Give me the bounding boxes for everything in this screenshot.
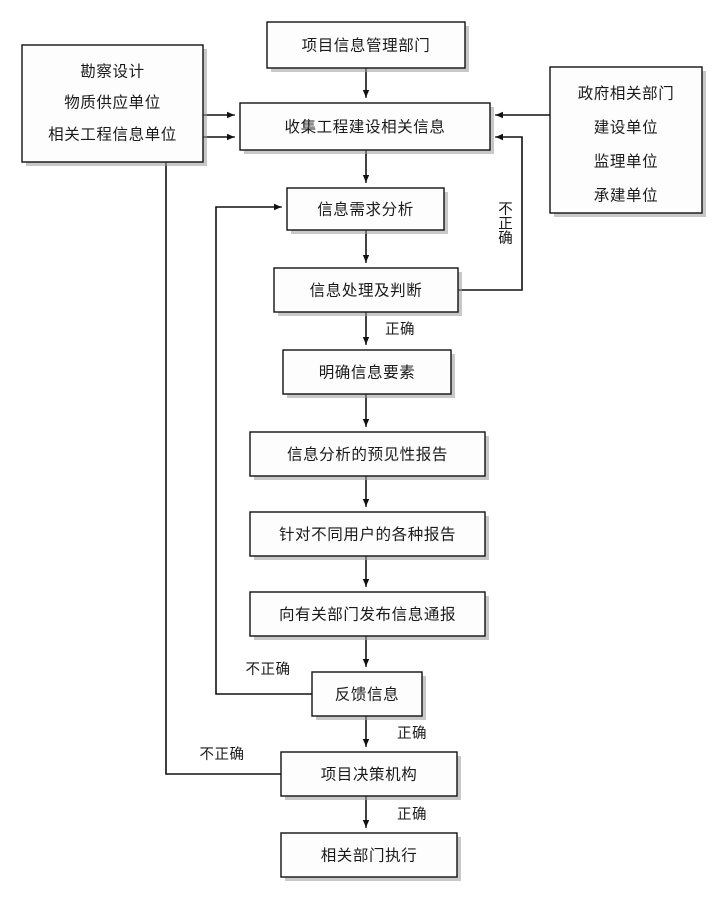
node-label-survey-design: 勘察设计 (80, 63, 144, 81)
node-label-related-engineering-info-unit: 相关工程信息单位 (48, 126, 177, 144)
node-user-specific-reports[interactable]: 针对不同用户的各种报告 (249, 511, 489, 560)
node-label-contractor-unit: 承建单位 (594, 187, 658, 205)
node-info-process-judge[interactable]: 信息处理及判断 (273, 267, 462, 316)
node-label-construction-unit: 建设单位 (594, 119, 658, 137)
node-predictive-report[interactable]: 信息分析的预见性报告 (249, 431, 489, 480)
conn-process-to-collect-incorrect (457, 133, 523, 291)
node-project-info-dept[interactable]: 项目信息管理部门 (266, 21, 469, 72)
node-label-collect-info: 收集工程建设相关信息 (284, 118, 445, 136)
edge-label-incorrect-feedback: 不正确 (246, 661, 291, 678)
node-label-project-decision-body: 项目决策机构 (321, 766, 418, 784)
node-label-government-dept: 政府相关部门 (578, 85, 675, 103)
node-collect-info[interactable]: 收集工程建设相关信息 (239, 102, 494, 154)
node-label-predictive-report: 信息分析的预见性报告 (287, 446, 448, 464)
edge-label-correct-process: 正确 (385, 321, 415, 338)
edge-label-incorrect-process: 不正确 (496, 201, 512, 246)
conn-feedback-to-analysis-incorrect (215, 203, 313, 695)
node-feedback-info[interactable]: 反馈信息 (311, 671, 426, 720)
node-label-user-specific-reports: 针对不同用户的各种报告 (279, 526, 456, 544)
edge-label-correct-feedback: 正确 (397, 725, 427, 742)
edge-label-layer: 不正确 正确 不正确 正确 不正确 正确 (200, 201, 513, 823)
node-layer: 项目信息管理部门 勘察设计 物质供应单位 相关工程信息单位 政府相关部门 建设单… (21, 21, 706, 881)
node-label-info-requirement-analysis: 信息需求分析 (317, 201, 414, 219)
node-government-units[interactable]: 政府相关部门 建设单位 监理单位 承建单位 (549, 66, 706, 217)
node-label-feedback-info: 反馈信息 (335, 686, 399, 704)
node-label-info-process-judge: 信息处理及判断 (310, 282, 423, 300)
node-info-requirement-analysis[interactable]: 信息需求分析 (286, 187, 448, 234)
node-label-material-supply-unit: 物质供应单位 (64, 93, 161, 112)
node-relevant-dept-execute[interactable]: 相关部门执行 (280, 832, 461, 881)
edge-label-correct-decision: 正确 (397, 806, 427, 823)
node-clarify-info-elements[interactable]: 明确信息要素 (282, 349, 455, 398)
node-label-project-info-dept: 项目信息管理部门 (302, 37, 431, 55)
node-survey-design-units[interactable]: 勘察设计 物质供应单位 相关工程信息单位 (21, 44, 207, 166)
node-label-publish-info-bulletin: 向有关部门发布信息通报 (279, 606, 456, 624)
edge-label-incorrect-decision: 不正确 (200, 746, 245, 763)
node-label-clarify-info-elements: 明确信息要素 (319, 364, 416, 382)
node-label-supervision-unit: 监理单位 (594, 153, 658, 171)
node-project-decision-body[interactable]: 项目决策机构 (280, 751, 461, 800)
node-label-relevant-dept-execute: 相关部门执行 (321, 847, 418, 865)
node-publish-info-bulletin[interactable]: 向有关部门发布信息通报 (249, 591, 489, 640)
